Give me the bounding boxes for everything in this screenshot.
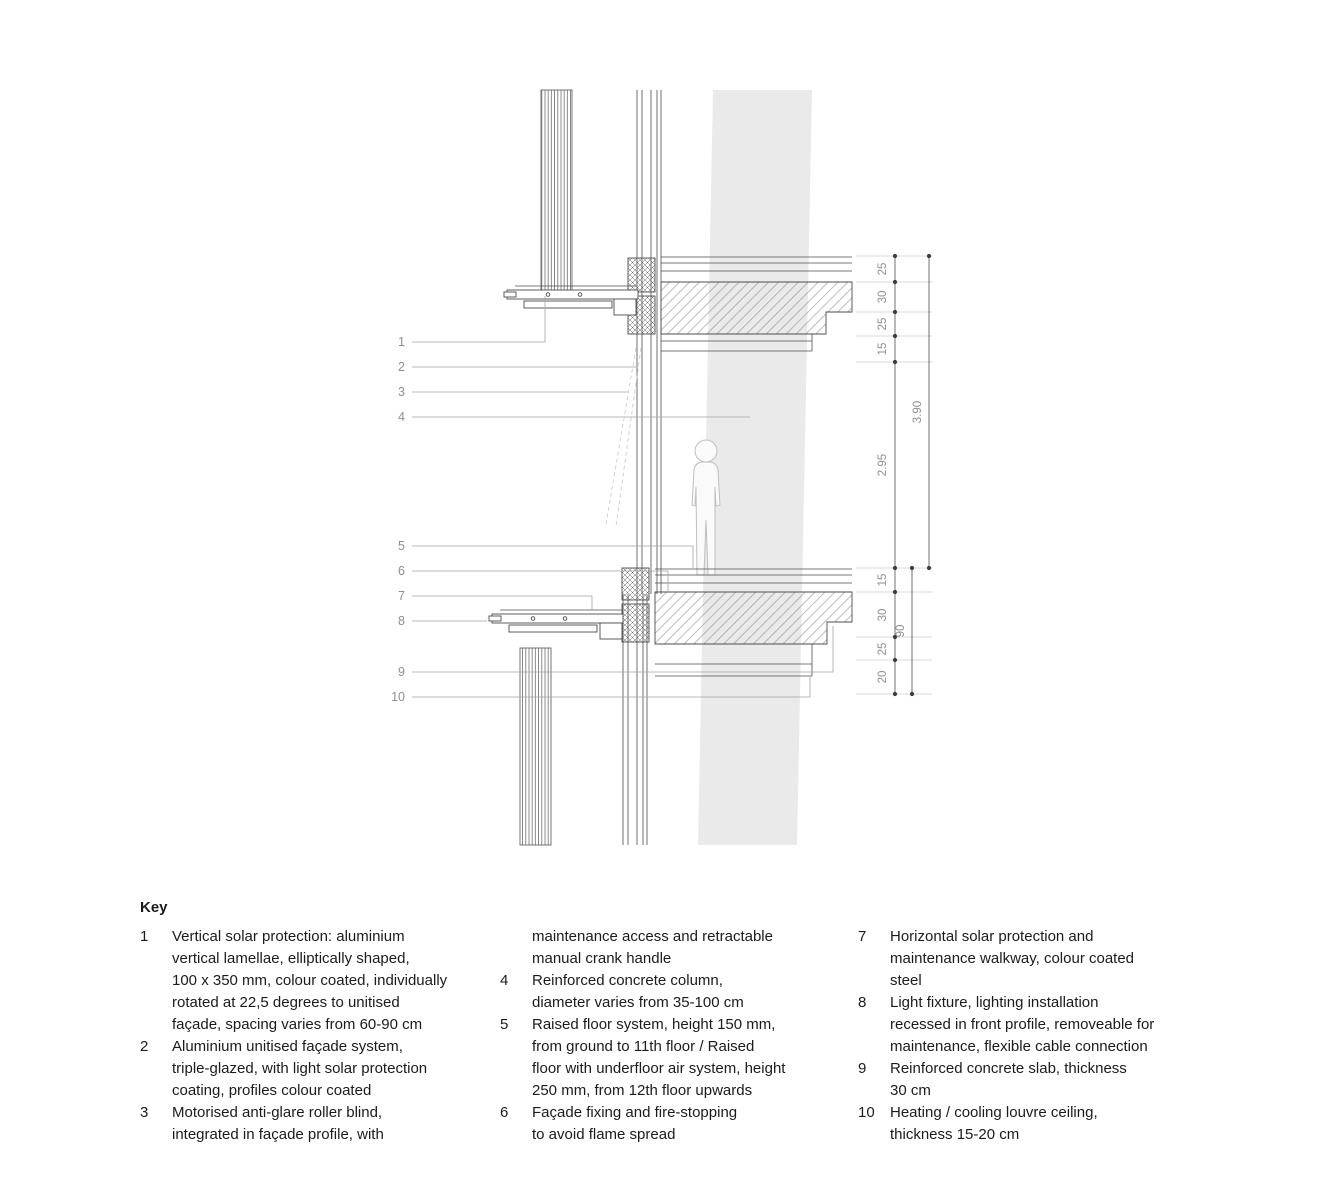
key-item-text: Motorised anti-glare roller blind, integ… [172,1104,384,1143]
dim-lower-total-90: 90 [895,625,907,638]
key-item-9: 9 Reinforced concrete slab, thickness 30… [858,1058,1203,1102]
key-item-1: 1 Vertical solar protection: aluminium v… [140,926,500,1036]
dim-floor-to-floor-390: 3.90 [912,401,924,423]
louvre-ceiling-lower [655,644,813,677]
key-column-2: maintenance access and retractable manua… [500,926,858,1146]
key-item-number: 8 [858,994,867,1011]
callout-label-4: 4 [398,410,405,424]
callout-label-1: 1 [398,335,405,349]
dim-upper-15: 15 [877,343,889,356]
dim-lower-25: 25 [877,643,889,656]
dimension-chain-inner: 25 30 25 15 2.95 15 30 25 20 [877,253,898,697]
dim-lower-30: 30 [877,609,889,622]
key-item-7: 7 Horizontal solar protection and mainte… [858,926,1203,992]
leader-line-5 [412,545,694,568]
lower-floor-assembly [621,567,853,677]
concrete-column-band [698,90,812,845]
facade-mullion-upper [636,90,662,594]
dim-clear-height: 2.95 [877,454,889,476]
key-item-number: 9 [858,1060,867,1077]
key-columns: 1 Vertical solar protection: aluminium v… [140,926,1203,1146]
dimension-chain-outer: 3.90 [912,253,932,571]
key-section: Key 1 Vertical solar protection: alumini… [140,898,1203,1146]
leader-line-10 [412,677,811,698]
callout-label-5: 5 [398,539,405,553]
key-item-8: 8 Light fixture, lighting installation r… [858,992,1203,1058]
key-item-number: 6 [500,1104,509,1121]
key-item-text: maintenance access and retractable manua… [532,928,773,967]
key-item-3-continued: maintenance access and retractable manua… [500,926,858,970]
key-column-1: 1 Vertical solar protection: aluminium v… [140,926,500,1146]
key-item-10: 10 Heating / cooling louvre ceiling, thi… [858,1102,1203,1146]
dim-upper-25a: 25 [877,263,889,276]
key-column-3: 7 Horizontal solar protection and mainte… [858,926,1203,1146]
walkway-lower [488,609,624,640]
key-item-3: 3 Motorised anti-glare roller blind, int… [140,1102,500,1146]
leader-lines [412,296,834,698]
walkway-bracket-lower [599,622,623,640]
fire-stopping-lower-b [621,603,650,643]
leader-line-9 [412,626,834,673]
facade-section-drawing: 1 2 3 4 5 6 7 8 9 10 25 30 [391,89,932,846]
key-title: Key [140,899,168,916]
callout-label-6: 6 [398,564,405,578]
vertical-lamella-lower [519,647,552,846]
key-item-text: Horizontal solar protection and maintena… [890,928,1135,989]
key-item-number: 3 [140,1104,149,1121]
key-item-text: Heating / cooling louvre ceiling, thickn… [890,1104,1098,1143]
key-item-text: Reinforced concrete column, diameter var… [532,972,744,1011]
walkway-upper [503,285,639,316]
fire-stopping-upper-a [627,257,656,293]
key-item-text: Façade fixing and fire-stopping to avoid… [532,1104,738,1143]
light-fixture-lower [488,615,502,622]
key-item-number: 4 [500,972,509,989]
key-item-number: 1 [140,928,149,945]
key-item-2: 2 Aluminium unitised façade system, trip… [140,1036,500,1102]
callout-label-2: 2 [398,360,405,374]
fire-stopping-lower-a [621,567,650,601]
key-item-text: Aluminium unitised façade system, triple… [172,1038,428,1099]
dim-upper-25b: 25 [877,318,889,331]
key-item-number: 5 [500,1016,509,1033]
key-item-number: 10 [858,1104,875,1121]
dimension-chain-middle: 90 [895,565,915,697]
key-item-text: Reinforced concrete slab, thickness 30 c… [890,1060,1127,1099]
callout-label-3: 3 [398,385,405,399]
callout-label-8: 8 [398,614,405,628]
key-item-text: Light fixture, lighting installation rec… [890,994,1155,1055]
vertical-lamella-upper [540,89,573,294]
concrete-slab-lower [654,591,853,645]
dim-lower-15: 15 [877,574,889,587]
leader-line-7 [412,595,593,610]
callout-labels: 1 2 3 4 5 6 7 8 9 10 [391,335,405,704]
light-fixture-upper [503,291,517,298]
concrete-slab-upper [660,281,853,335]
dim-lower-20: 20 [877,671,889,684]
louvre-ceiling-upper [661,334,813,352]
callout-label-7: 7 [398,589,405,603]
key-item-text: Raised floor system, height 150 mm, from… [532,1016,786,1099]
key-item-number [500,926,532,970]
person-figure [691,439,721,576]
leader-line-1 [412,296,546,343]
key-item-number: 2 [140,1038,149,1055]
callout-label-10: 10 [391,690,405,704]
key-item-5: 5 Raised floor system, height 150 mm, fr… [500,1014,858,1102]
roller-blind-dashed [605,347,642,527]
key-item-6: 6 Façade fixing and fire-stopping to avo… [500,1102,858,1146]
walkway-bracket-upper [613,298,637,316]
key-item-number: 7 [858,928,867,945]
dimension-extension-lines [856,255,932,695]
leader-line-6 [412,570,669,592]
callout-label-9: 9 [398,665,405,679]
dim-upper-30: 30 [877,291,889,304]
key-item-4: 4 Reinforced concrete column, diameter v… [500,970,858,1014]
key-item-text: Vertical solar protection: aluminium ver… [172,928,448,1033]
